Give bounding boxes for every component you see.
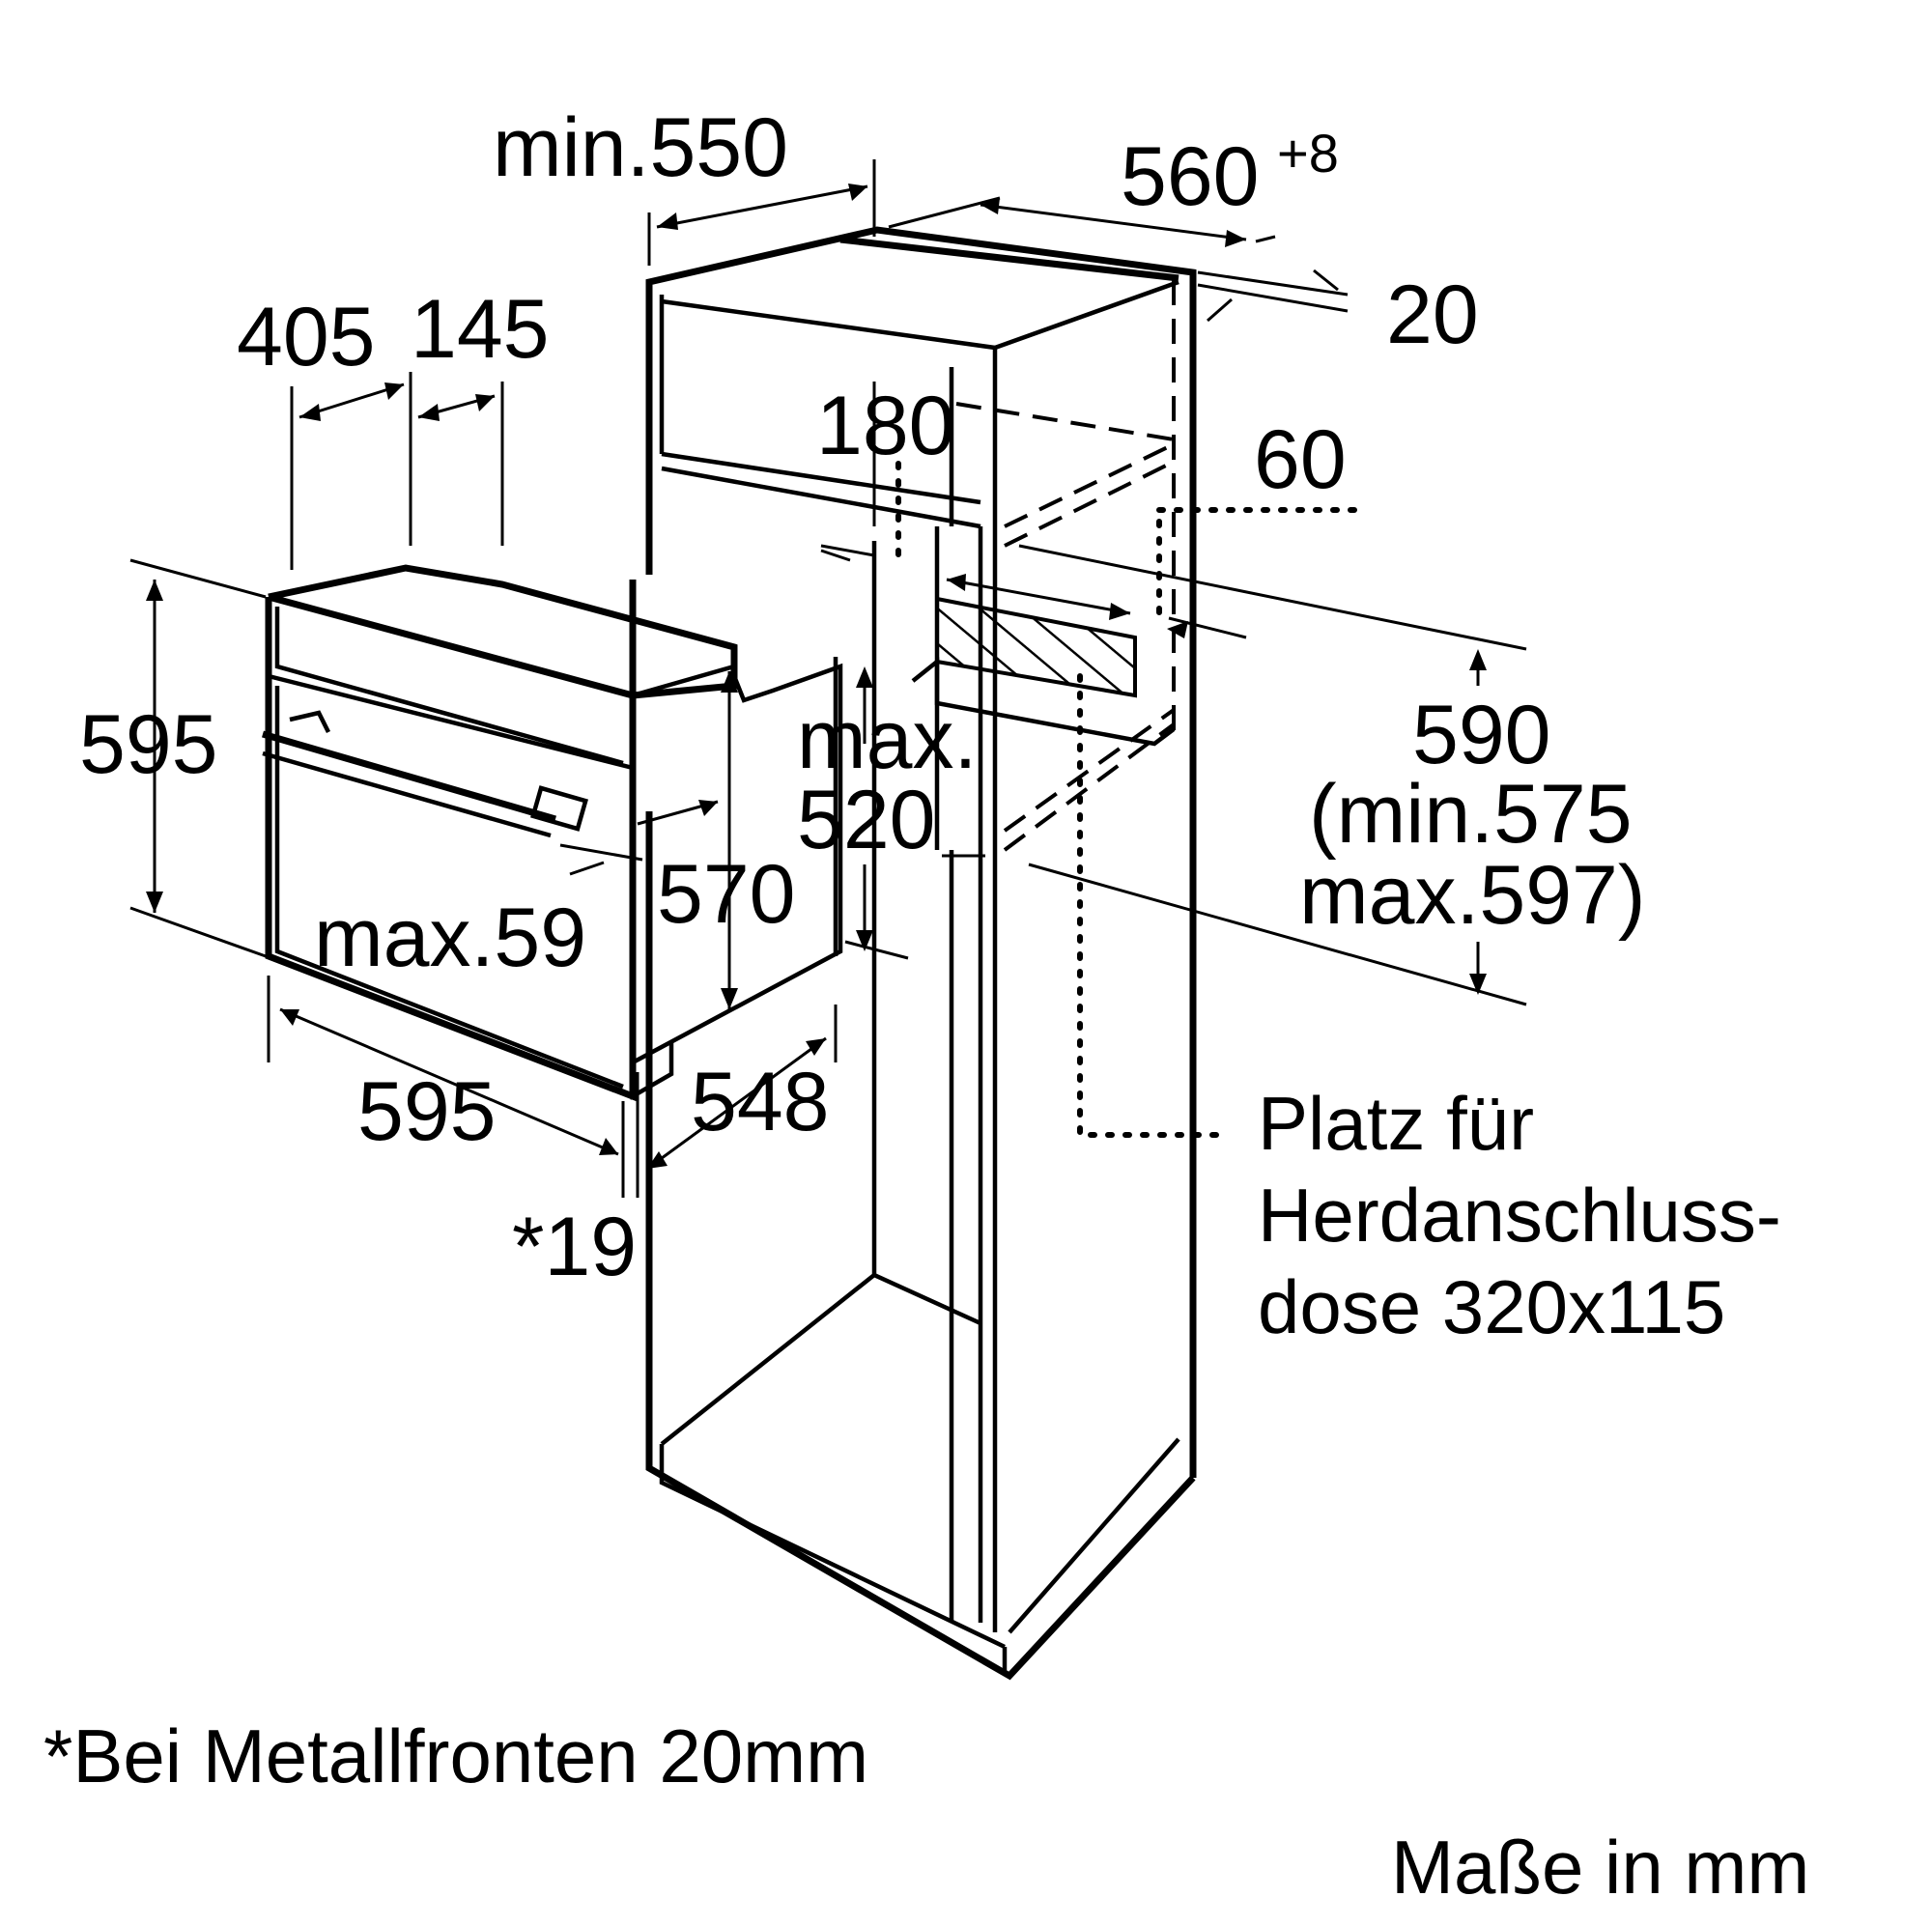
label-max: max.: [797, 694, 977, 786]
label-595-width: 595: [357, 1065, 497, 1158]
label-19: *19: [512, 1201, 637, 1293]
label-max-59: max.59: [314, 892, 586, 984]
label-145: 145: [411, 283, 550, 376]
label-560: 560: [1121, 130, 1260, 223]
label-520: 520: [797, 774, 936, 866]
oven: [262, 564, 843, 1102]
label-180: 180: [816, 380, 955, 472]
label-min-550: min.550: [493, 101, 788, 194]
label-595-height: 595: [79, 698, 218, 791]
socket-note-line1: Platz für: [1258, 1081, 1534, 1166]
dimension-arrows: [146, 184, 1487, 1169]
label-548: 548: [691, 1056, 830, 1148]
label-20: 20: [1386, 269, 1479, 361]
footnote: *Bei Metallfronten 20mm: [43, 1713, 868, 1798]
units-note: Maße in mm: [1391, 1825, 1809, 1910]
label-560-tolerance: +8: [1277, 123, 1339, 184]
label-max-597: max.597): [1299, 849, 1646, 942]
label-570: 570: [657, 848, 796, 941]
label-60: 60: [1254, 413, 1347, 506]
label-590: 590: [1412, 689, 1551, 781]
cabinet: [645, 226, 1365, 1681]
socket-note-line3: dose 320x115: [1258, 1264, 1725, 1349]
label-min-575: (min.575: [1309, 768, 1633, 861]
dimension-lines: [129, 159, 1527, 1198]
dimension-labels: min.550 560 +8 20 405 145 180 60 595 max…: [79, 101, 1646, 1293]
label-405: 405: [237, 291, 376, 383]
socket-note-line2: Herdanschluss-: [1258, 1173, 1781, 1258]
notes: Platz für Herdanschluss- dose 320x115 *B…: [43, 1081, 1809, 1910]
